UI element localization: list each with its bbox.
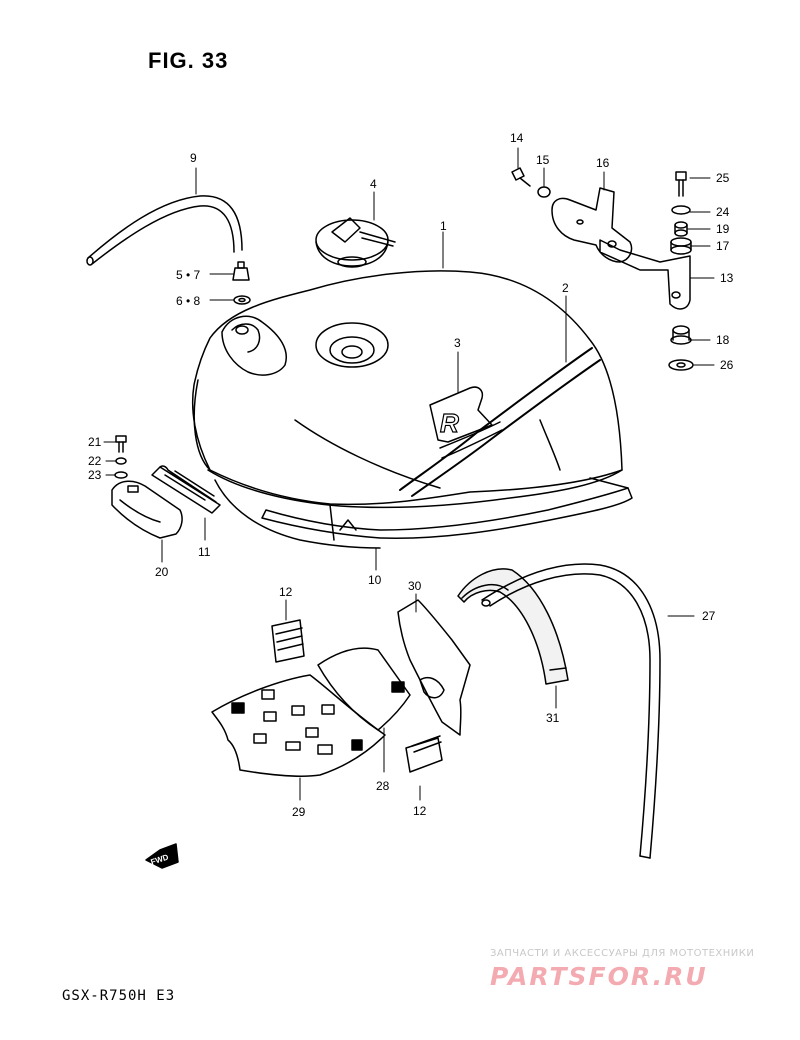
bolt-part-14 [511, 167, 531, 187]
callout-19: 19 [716, 222, 730, 236]
heat-shield-part-29 [211, 674, 386, 777]
callout-4: 4 [370, 177, 377, 191]
callout-20: 20 [155, 565, 169, 579]
washer-part-24 [671, 205, 691, 215]
callout-18: 18 [716, 333, 730, 347]
figure-title: FIG. 33 [148, 48, 229, 73]
washer-part-15 [537, 186, 551, 198]
washer-part-23 [114, 471, 128, 479]
bracket-part-16 [551, 187, 633, 263]
model-code: GSX-R750H E3 [62, 988, 176, 1004]
bolt-part-21 [115, 435, 127, 453]
callout-14: 14 [510, 131, 524, 145]
callout-29: 29 [292, 805, 306, 819]
cushion-part-12-lower [405, 735, 443, 773]
tank-badge-letter: R [440, 408, 459, 438]
leader-lines [103, 147, 715, 801]
bolt-part-25 [675, 171, 687, 197]
fitting-part-5-7 [232, 261, 250, 281]
callout-24: 24 [716, 205, 730, 219]
cushion-part-18 [670, 325, 692, 345]
callout-13: 13 [720, 271, 734, 285]
callout-28: 28 [376, 779, 390, 793]
callout-2: 2 [562, 281, 569, 295]
fuel-cap-part-4 [315, 217, 396, 268]
fuel-tank-part-1 [191, 270, 623, 549]
callout-6-8: 6 • 8 [176, 294, 201, 308]
callout-16: 16 [596, 156, 610, 170]
callout-15: 15 [536, 153, 550, 167]
watermark-brand: PARTSFOR.RU [490, 962, 708, 991]
gasket-part-10 [261, 477, 633, 539]
hose-part-27 [481, 563, 661, 859]
cushion-part-11 [151, 465, 221, 514]
cushion-part-12-upper [271, 619, 305, 663]
callout-9: 9 [190, 151, 197, 165]
callout-3: 3 [454, 336, 461, 350]
collar-part-19 [674, 221, 688, 237]
callout-30: 30 [408, 579, 422, 593]
callout-31: 31 [546, 711, 560, 725]
washer-part-26 [668, 359, 694, 371]
watermark-tagline: ЗАПЧАСТИ И АКСЕССУАРЫ ДЛЯ МОТОТЕХНИКИ [490, 948, 755, 959]
insulator-part-30 [397, 599, 471, 736]
stay-part-13 [599, 239, 691, 310]
callout-22: 22 [88, 454, 102, 468]
callout-12-lower: 12 [413, 804, 427, 818]
callout-25: 25 [716, 171, 730, 185]
seal-part-31 [457, 568, 569, 685]
washer-part-22 [115, 457, 127, 465]
callout-17: 17 [716, 239, 730, 253]
callout-5-7: 5 • 7 [176, 268, 201, 282]
callout-1: 1 [440, 219, 447, 233]
breather-hose-part-9 [86, 195, 243, 266]
callout-11: 11 [198, 545, 211, 559]
washer-part-6-8 [233, 295, 251, 305]
callout-10: 10 [368, 573, 382, 587]
callout-23: 23 [88, 468, 102, 482]
grommet-part-17 [670, 237, 692, 255]
pad-part-28 [317, 647, 411, 731]
fwd-arrow-icon [145, 843, 179, 869]
callout-21: 21 [88, 435, 102, 449]
callout-27: 27 [702, 609, 716, 623]
callout-12-upper: 12 [279, 585, 293, 599]
callout-26: 26 [720, 358, 734, 372]
bracket-part-20 [111, 480, 183, 539]
